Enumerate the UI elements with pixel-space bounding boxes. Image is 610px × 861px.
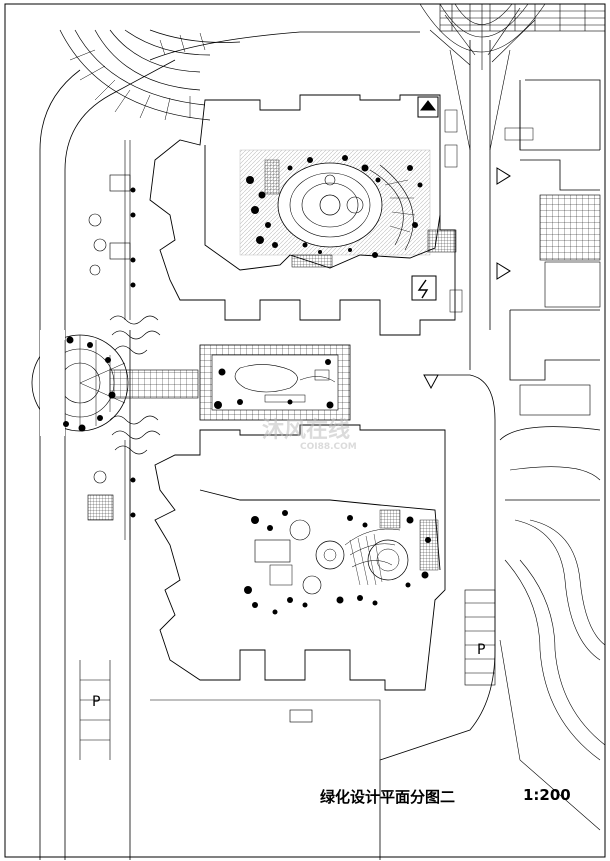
right-buildings xyxy=(444,79,601,686)
top-fan xyxy=(419,3,546,151)
upper-courtyard-shrubs xyxy=(246,155,423,258)
power-symbol xyxy=(411,275,437,301)
bottom-parking xyxy=(79,660,381,760)
left-plaza-shrubs xyxy=(63,336,116,432)
top-arc-plaza xyxy=(59,29,241,121)
watermark-url: COI88.COM xyxy=(300,442,357,452)
drawing-scale: 1:200 xyxy=(523,786,571,804)
lower-building xyxy=(154,424,446,691)
parking-label-left: P xyxy=(92,694,101,710)
parking-label-right: P xyxy=(477,642,486,658)
winding-paths xyxy=(499,466,606,831)
left-side-features xyxy=(87,140,131,540)
watermark-text: 沐风在线 xyxy=(262,418,351,443)
drawing-frame xyxy=(4,3,606,858)
direction-arrows xyxy=(423,167,511,390)
lower-courtyard xyxy=(254,509,439,595)
left-side-trees xyxy=(130,187,136,518)
left-circular-plaza xyxy=(31,330,129,436)
scroll-ornaments xyxy=(109,315,161,455)
north-symbol xyxy=(417,96,439,118)
middle-garden xyxy=(109,344,351,421)
drawing-title: 绿化设计平面分图二 xyxy=(320,788,456,806)
middle-garden-shrubs xyxy=(214,359,334,409)
lower-courtyard-shrubs xyxy=(244,510,431,615)
upper-courtyard xyxy=(239,149,457,268)
title-block xyxy=(439,3,606,32)
